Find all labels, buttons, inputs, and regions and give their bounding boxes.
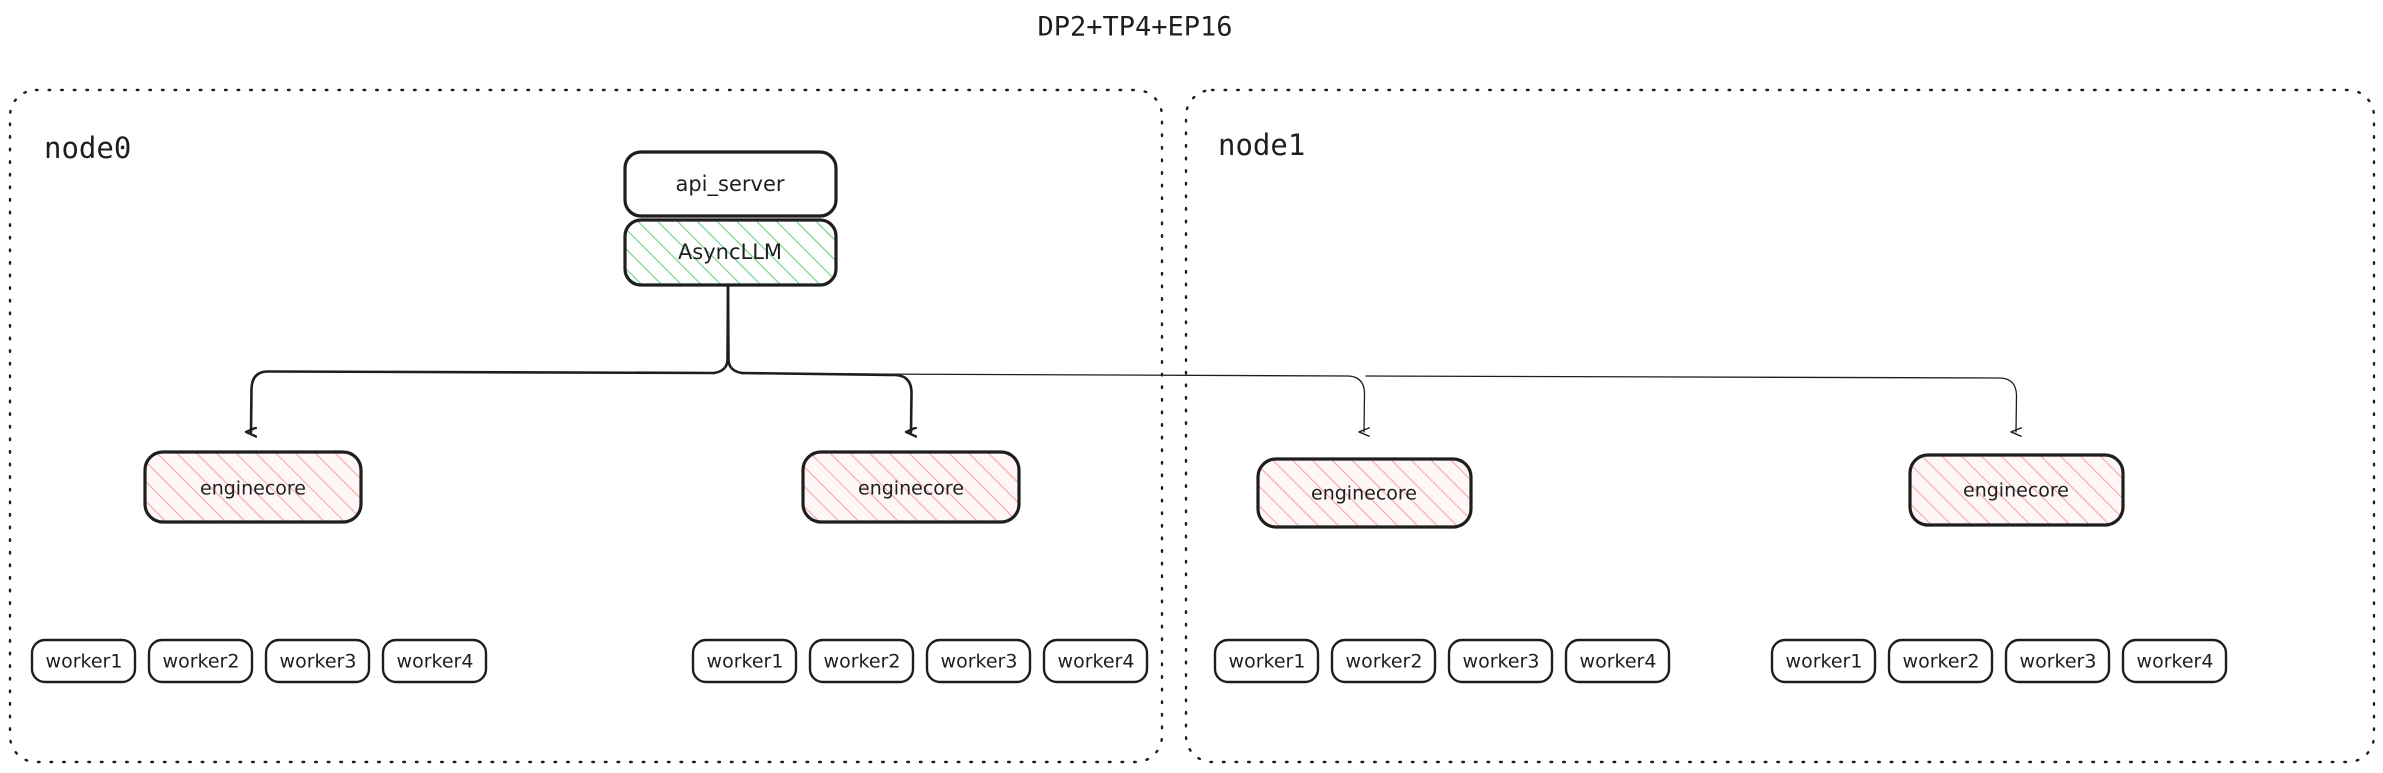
worker-rect[interactable] <box>1564 638 1671 684</box>
worker-label: worker4 <box>1580 651 1657 673</box>
box-worker[interactable]: worker4 <box>381 638 488 684</box>
box-worker[interactable]: worker4 <box>1042 638 1149 684</box>
box-worker[interactable]: worker1 <box>691 638 798 684</box>
enginecore-rect[interactable] <box>143 450 363 524</box>
worker-label: worker3 <box>280 651 357 673</box>
edge-asyncllm-stem-left <box>712 283 730 375</box>
box-node1-enginecore-0[interactable]: enginecore <box>1256 457 1473 529</box>
api-server-label: api_server <box>675 172 784 197</box>
connector-bus <box>251 283 2022 437</box>
asyncllm-rect[interactable] <box>623 218 838 287</box>
worker-label: worker2 <box>1903 651 1980 673</box>
box-worker[interactable]: worker3 <box>1447 638 1554 684</box>
box-node1-enginecore-1[interactable]: enginecore <box>1908 453 2125 527</box>
worker-label: worker2 <box>1346 651 1423 673</box>
edge-to-node1-ec0 <box>741 372 1370 437</box>
worker-rect[interactable] <box>1447 638 1554 684</box>
worker-rect[interactable] <box>1770 638 1877 684</box>
worker-label: worker1 <box>46 651 123 673</box>
node1-label: node1 <box>1218 128 1305 162</box>
enginecore-label: enginecore <box>1311 483 1417 505</box>
worker-rect[interactable] <box>2004 638 2111 684</box>
enginecore-label: enginecore <box>200 478 306 500</box>
worker-rect[interactable] <box>147 638 254 684</box>
box-node0-enginecore-1[interactable]: enginecore <box>801 450 1021 524</box>
box-worker[interactable]: worker1 <box>1213 638 1320 684</box>
worker-rect[interactable] <box>691 638 798 684</box>
worker-label: worker4 <box>2137 651 2214 673</box>
worker-rect[interactable] <box>1887 638 1994 684</box>
worker-label: worker3 <box>1463 651 1540 673</box>
enginecore-rect[interactable] <box>801 450 1021 524</box>
worker-rect[interactable] <box>381 638 488 684</box>
worker-label: worker4 <box>397 651 474 673</box>
box-worker[interactable]: worker2 <box>1887 638 1994 684</box>
worker-rect[interactable] <box>1042 638 1149 684</box>
worker-rect[interactable] <box>808 638 915 684</box>
box-worker[interactable]: worker2 <box>808 638 915 684</box>
edge-asyncllm-stem <box>726 283 744 375</box>
worker-label: worker3 <box>2020 651 2097 673</box>
enginecore-rect[interactable] <box>1256 457 1473 529</box>
worker-group-node0-ec0: worker1 worker2 worker3 worker4 <box>30 638 488 684</box>
worker-rect[interactable] <box>2121 638 2228 684</box>
box-asyncllm[interactable]: AsyncLLM <box>623 218 838 287</box>
worker-label: worker1 <box>707 651 784 673</box>
worker-label: worker1 <box>1786 651 1863 673</box>
edge-to-node1-ec1 <box>1365 375 2022 437</box>
enginecore-rect[interactable] <box>1908 453 2125 527</box>
worker-rect[interactable] <box>264 638 371 684</box>
box-worker[interactable]: worker3 <box>2004 638 2111 684</box>
box-node0-enginecore-0[interactable]: enginecore <box>143 450 363 524</box>
worker-rect[interactable] <box>925 638 1032 684</box>
node-container-node1: node1 <box>1184 88 2376 764</box>
box-worker[interactable]: worker4 <box>1564 638 1671 684</box>
worker-label: worker1 <box>1229 651 1306 673</box>
worker-rect[interactable] <box>1330 638 1437 684</box>
worker-group-node1-ec0: worker1 worker2 worker3 worker4 <box>1213 638 1671 684</box>
node1-boundary <box>1184 88 2376 764</box>
worker-group-node0-ec1: worker1 worker2 worker3 worker4 <box>691 638 1149 684</box>
worker-group-node1-ec1: worker1 worker2 worker3 worker4 <box>1770 638 2228 684</box>
worker-label: worker2 <box>824 651 901 673</box>
box-worker[interactable]: worker2 <box>147 638 254 684</box>
box-worker[interactable]: worker3 <box>264 638 371 684</box>
box-worker[interactable]: worker1 <box>1770 638 1877 684</box>
box-worker[interactable]: worker1 <box>30 638 137 684</box>
box-worker[interactable]: worker2 <box>1330 638 1437 684</box>
worker-label: worker2 <box>163 651 240 673</box>
box-worker[interactable]: worker4 <box>2121 638 2228 684</box>
enginecore-label: enginecore <box>1963 480 2069 502</box>
worker-label: worker4 <box>1058 651 1135 673</box>
box-api-server[interactable]: api_server <box>623 150 838 218</box>
node0-boundary <box>8 88 1164 764</box>
diagram-title: DP2+TP4+EP16 <box>1037 12 1232 43</box>
worker-rect[interactable] <box>1213 638 1320 684</box>
node-container-node0: node0 <box>8 88 1164 764</box>
worker-label: worker3 <box>941 651 1018 673</box>
edge-to-node0-ec1 <box>740 371 912 432</box>
node0-label: node0 <box>44 131 131 165</box>
worker-rect[interactable] <box>30 638 137 684</box>
asyncllm-label: AsyncLLM <box>678 240 782 264</box>
enginecore-label: enginecore <box>858 478 964 500</box>
edge-to-node0-ec0 <box>251 370 716 433</box>
api-server-rect[interactable] <box>623 150 838 218</box>
box-worker[interactable]: worker3 <box>925 638 1032 684</box>
